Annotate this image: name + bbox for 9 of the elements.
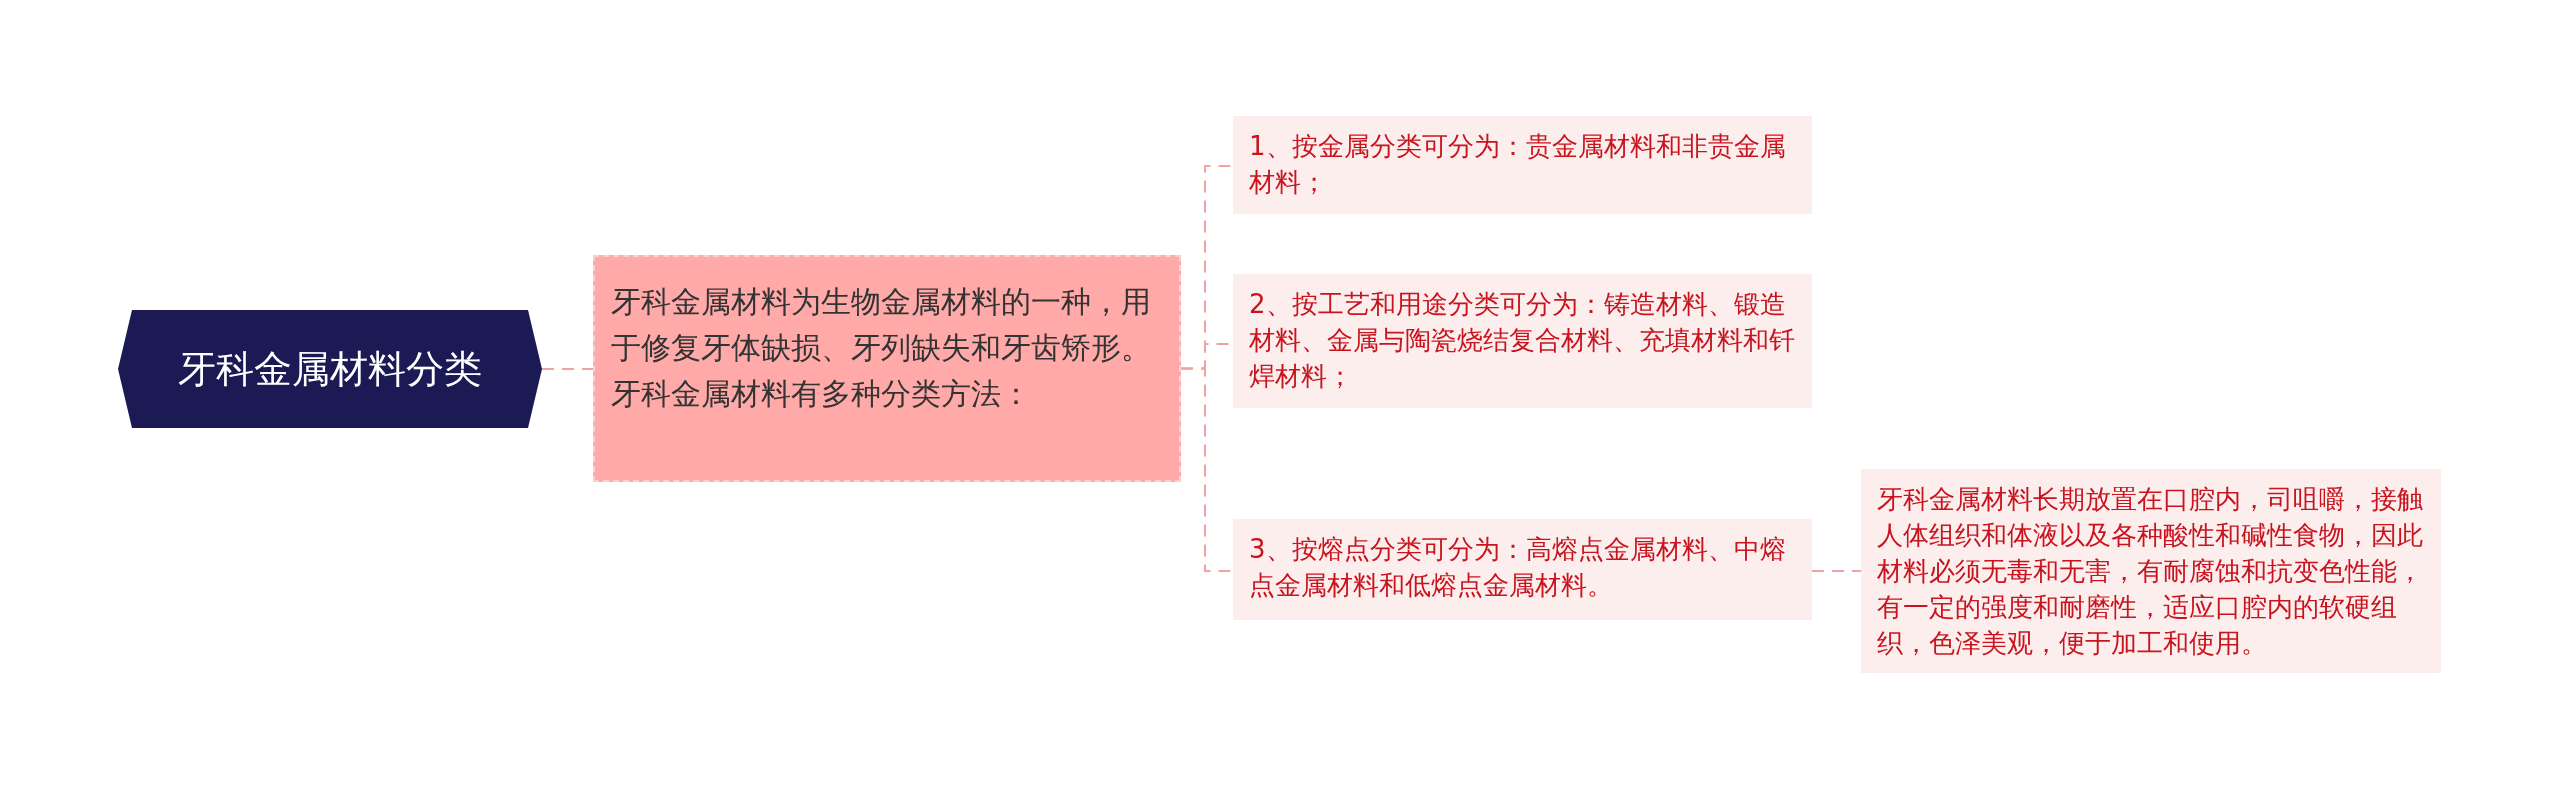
category-box: 1、按金属分类可分为：贵金属材料和非贵金属材料； [1233, 116, 1812, 214]
connector-line [1811, 570, 1862, 572]
category-box: 2、按工艺和用途分类可分为：铸造材料、锻造材料、金属与陶瓷烧结复合材料、充填材料和钎焊材料； [1233, 274, 1812, 408]
connector-line [541, 368, 594, 370]
hexagon-node: 牙科金属材料分类 [118, 310, 542, 428]
category-box: 3、按熔点分类可分为：高熔点金属材料、中熔点金属材料和低熔点金属材料。 [1233, 519, 1812, 620]
note-box: 牙科金属材料长期放置在口腔内，司咀嚼，接触人体组织和体液以及各种酸性和碱性食物，因此材料必须无毒和无害，有耐腐蚀和抗变色性能，有一定的强度和耐磨性，适应口腔内的软硬组织，色泽美观，便于加工和使用。 [1861, 469, 2441, 673]
description-box: 牙科金属材料为生物金属材料的一种，用于修复牙体缺损、牙列缺失和牙齿矫形。牙科金属材料有多种分类方法： [593, 255, 1181, 482]
connector-line [1180, 367, 1234, 572]
